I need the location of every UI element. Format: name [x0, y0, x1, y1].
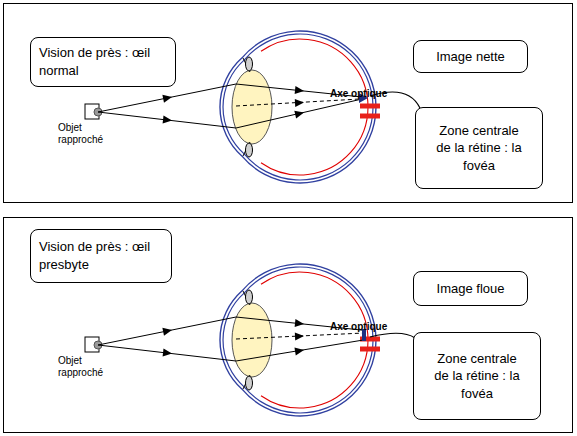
crystalline-lens: [232, 303, 272, 377]
axis-label: Axe optique: [330, 321, 400, 333]
light-ray: [98, 99, 362, 128]
title-box: Vision de près : œil normal: [30, 37, 176, 87]
ray-arrowhead: [163, 115, 173, 124]
ray-arrowhead: [295, 99, 304, 107]
callout-box: Zone centrale de la rétine : la fovéa: [415, 107, 543, 189]
optical-axis: [236, 99, 360, 106]
ciliary-body: [246, 290, 253, 304]
retina-line: [261, 39, 368, 175]
ray-arrowhead: [295, 332, 304, 340]
retina-line: [261, 272, 368, 408]
object-label: Objet rapproché: [58, 355, 114, 379]
light-ray: [98, 317, 364, 345]
box-text: Vision de près : œil presbyte: [39, 238, 163, 273]
box-text: Image floue: [420, 280, 521, 298]
callout-box: Zone centrale de la rétine : la fovéa: [413, 332, 541, 420]
ray-arrowhead: [162, 93, 172, 103]
object-label: Objet rapproché: [58, 122, 114, 146]
optic-nerve: [360, 347, 380, 352]
panel-frame: [4, 4, 573, 203]
ray-arrowhead: [163, 348, 173, 357]
optic-nerve: [360, 114, 380, 119]
sclera-outline: [220, 31, 376, 183]
axis-label: Axe optique: [330, 88, 400, 100]
ray-arrowhead: [294, 109, 305, 119]
box-text: Zone centrale de la rétine : la fovéa: [432, 122, 526, 175]
ciliary-body: [246, 376, 253, 390]
result-box: Image nette: [413, 40, 528, 73]
ray-arrowhead: [295, 319, 305, 328]
ray-arrowhead: [294, 346, 304, 355]
result-box: Image floue: [413, 271, 528, 306]
sclera-inner: [223, 267, 373, 413]
ray-arrowhead: [295, 86, 305, 95]
ciliary-body: [246, 143, 253, 157]
box-text: Vision de près : œil normal: [39, 44, 167, 79]
leader-line: [370, 333, 415, 338]
box-text: Image nette: [420, 48, 521, 66]
ray-arrowhead: [162, 326, 172, 336]
sclera-outline: [220, 264, 376, 416]
sclera-inner: [223, 34, 373, 180]
optic-nerve: [360, 104, 380, 109]
box-text: Zone centrale de la rétine : la fovéa: [430, 350, 524, 403]
crystalline-lens: [232, 70, 272, 144]
presbyopic-eye: [85, 264, 415, 416]
ciliary-body: [246, 57, 253, 71]
title-box: Vision de près : œil presbyte: [30, 229, 172, 283]
light-ray: [98, 340, 364, 361]
panel-frame: [4, 218, 573, 433]
